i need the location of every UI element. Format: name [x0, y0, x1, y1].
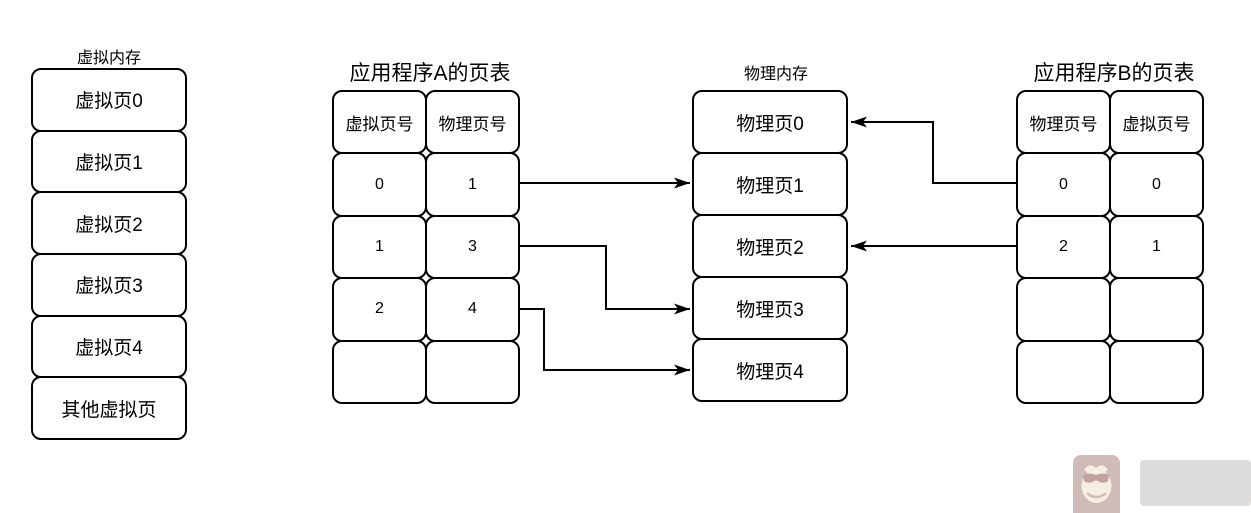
- page-table-b-data-cell: 2: [1016, 214, 1111, 280]
- physical-page-cell: 物理页0: [692, 90, 848, 154]
- page-table-b-data-cell: [1109, 339, 1204, 405]
- virtual-page-cell: 虚拟页0: [31, 68, 187, 132]
- page-table-a-data-cell: 1: [332, 214, 427, 280]
- page-table-b-data-cell: 1: [1109, 214, 1204, 280]
- virtual-page-cell: 虚拟页3: [31, 253, 187, 317]
- page-table-b-header-cell: 虚拟页号: [1109, 90, 1204, 155]
- arrow-table-b-row0-to-physical-page0: [851, 116, 1016, 184]
- physical-page-cell: 物理页1: [692, 152, 848, 216]
- virtual-page-cell: 虚拟页4: [31, 314, 187, 379]
- page-table-b-data-cell: [1016, 277, 1111, 342]
- page-table-a-header-cell: 物理页号: [425, 90, 520, 155]
- page-table-a-title: 应用程序A的页表: [349, 62, 511, 85]
- page-table-b-data-cell: 0: [1109, 152, 1204, 217]
- page-table-a-data-cell: 0: [332, 152, 427, 217]
- physical-page-cell: 物理页3: [692, 276, 848, 340]
- virtual-page-cell: 虚拟页1: [31, 129, 187, 194]
- page-table-a-header-cell: 虚拟页号: [332, 90, 427, 155]
- physical-page-cell: 物理页4: [692, 338, 848, 402]
- page-table-a-data-cell: 3: [425, 214, 520, 280]
- page-table-a-data-cell: [425, 339, 520, 405]
- page-table-b-data-cell: [1016, 339, 1111, 405]
- physical-memory-title: 物理内存: [743, 66, 808, 83]
- monkey-logo-watermark-icon: [1073, 455, 1251, 513]
- arrow-table-a-row2-to-physical-page4: [520, 308, 690, 376]
- page-table-a-data-cell: 4: [425, 277, 520, 342]
- page-table-a-data-cell: [332, 339, 427, 405]
- page-table-b-title: 应用程序B的页表: [1033, 62, 1195, 85]
- page-table-a-data-cell: 1: [425, 152, 520, 217]
- virtual-page-cell: 其他虚拟页: [31, 376, 187, 441]
- page-table-a-data-cell: 2: [332, 277, 427, 342]
- virtual-page-cell: 虚拟页2: [31, 191, 187, 256]
- page-table-b-data-cell: [1109, 277, 1204, 342]
- page-table-b-data-cell: 0: [1016, 152, 1111, 217]
- physical-page-cell: 物理页2: [692, 214, 848, 278]
- page-table-b-header-cell: 物理页号: [1016, 90, 1111, 155]
- arrow-table-a-row1-to-physical-page3: [520, 245, 690, 315]
- virtual-memory-title: 虚拟内存: [76, 50, 141, 67]
